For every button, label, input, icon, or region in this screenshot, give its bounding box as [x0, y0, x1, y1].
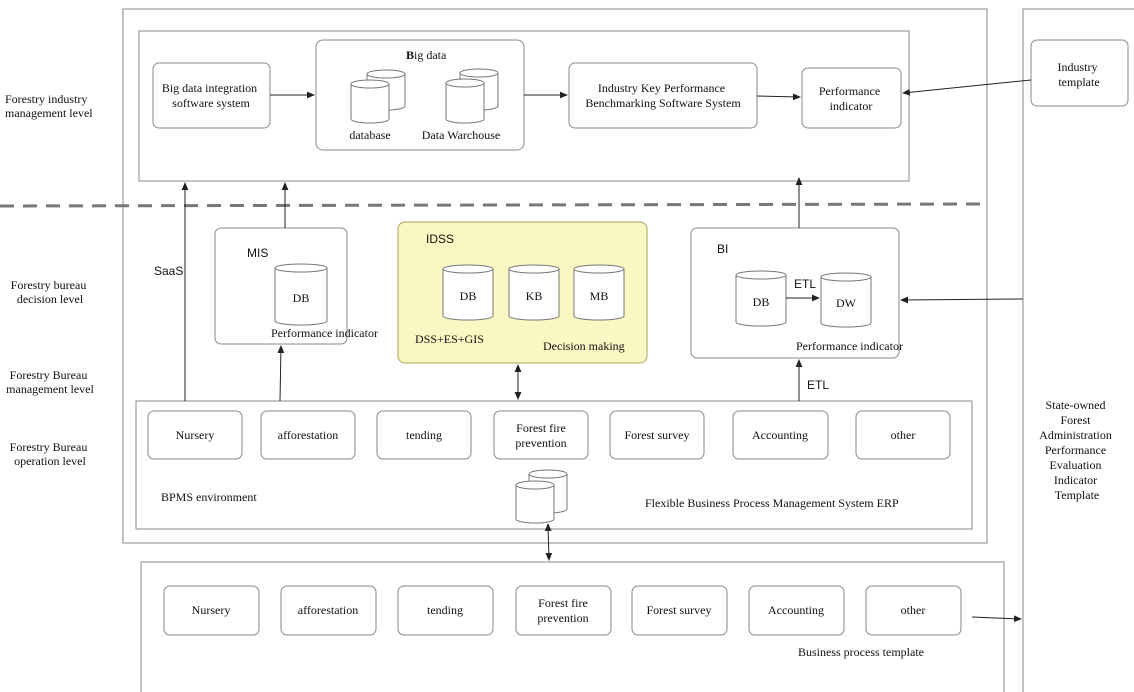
- idss-decision-making-label: Decision making: [543, 339, 625, 353]
- template-process-accounting-box: [748, 585, 845, 636]
- arrow-afforestation-to-mis: [277, 345, 285, 402]
- data-warehouse-icon: [445, 68, 499, 124]
- template-process-accounting: Accounting: [748, 585, 845, 636]
- idss-dss-es-gis-label: DSS+ES+GIS: [415, 332, 484, 346]
- template-process-afforestation-label: afforestation: [298, 603, 358, 617]
- template-process-forest-survey: Forest survey: [631, 585, 728, 636]
- bi-etl-label: ETL: [794, 277, 816, 291]
- etl-label: ETL: [807, 378, 829, 392]
- process-afforestation-label: afforestation: [278, 428, 338, 442]
- erp-database-icon: [515, 469, 568, 524]
- idss-db-icon: [442, 264, 494, 321]
- process-forest-survey-box: [609, 410, 705, 460]
- mis-performance-indicator-label: Performance indicator: [271, 326, 378, 340]
- industry-template-label: Industry template: [1058, 60, 1101, 89]
- kpi-benchmarking-label: Industry Key Performance Benchmarking So…: [585, 81, 741, 110]
- template-process-other-box: [865, 585, 962, 636]
- industry-template-box: [1030, 39, 1129, 107]
- idss-mb-icon: [573, 264, 625, 321]
- idss-title: IDSS: [426, 232, 454, 246]
- database-icon: [350, 69, 406, 124]
- template-process-afforestation-box: [280, 585, 377, 636]
- template-process-forest-survey-box: [631, 585, 728, 636]
- template-process-tending: tending: [397, 585, 494, 636]
- business-process-template-frame: [140, 561, 1005, 692]
- level-label-bureau-operation: Forestry Bureau operation level: [10, 440, 91, 468]
- process-nursery: Nursery: [147, 410, 243, 460]
- process-forest-survey-label: Forest survey: [625, 428, 690, 442]
- big-data-title: Big data: [406, 48, 447, 62]
- performance-indicator-box: [801, 67, 902, 129]
- idss-db-label: DB: [460, 289, 477, 303]
- process-accounting: Accounting: [732, 410, 829, 460]
- bi-performance-indicator-label: Performance indicator: [796, 339, 903, 353]
- template-process-nursery: Nursery: [163, 585, 260, 636]
- template-process-afforestation: afforestation: [280, 585, 377, 636]
- bpms-environment-frame: [135, 400, 973, 530]
- big-data-integration-label: Big data integration software system: [162, 81, 260, 110]
- process-afforestation-box: [260, 410, 356, 460]
- process-forest-survey: Forest survey: [609, 410, 705, 460]
- process-other: other: [855, 410, 951, 460]
- performance-indicator-label: Performance indicator: [819, 84, 883, 113]
- idss-mb-label: MB: [590, 289, 609, 303]
- process-nursery-label: Nursery: [176, 428, 215, 442]
- kpi-benchmarking-box: [568, 62, 758, 129]
- mis-title: MIS: [247, 246, 268, 260]
- template-process-forest-survey-label: Forest survey: [647, 603, 712, 617]
- level-label-bureau-management: Forestry Bureau management level: [6, 368, 94, 396]
- bi-dw-label: DW: [836, 296, 857, 310]
- template-process-accounting-label: Accounting: [768, 603, 824, 617]
- arrow-state-template-to-bi: [900, 296, 1024, 304]
- bi-db-label: DB: [753, 295, 770, 309]
- arrow-template-to-state: [971, 615, 1022, 623]
- template-process-tending-box: [397, 585, 494, 636]
- business-process-template-label: Business process template: [798, 645, 924, 659]
- process-nursery-box: [147, 410, 243, 460]
- template-process-other: other: [865, 585, 962, 636]
- arrow-kpi-to-performance: [756, 93, 801, 101]
- erp-label: Flexible Business Process Management Sys…: [645, 496, 899, 510]
- mis-db-icon: [274, 263, 328, 326]
- template-process-nursery-box: [163, 585, 260, 636]
- idss-kb-icon: [508, 264, 560, 321]
- process-other-box: [855, 410, 951, 460]
- idss-kb-label: KB: [526, 289, 543, 303]
- industry-management-frame: [138, 30, 910, 182]
- process-accounting-box: [732, 410, 829, 460]
- process-tending: tending: [376, 410, 472, 460]
- process-accounting-label: Accounting: [752, 428, 808, 442]
- template-process-forest-fire-prevention-box: [515, 585, 612, 636]
- state-template-label: State-owned Forest Administration Perfor…: [1039, 398, 1115, 502]
- process-afforestation: afforestation: [260, 410, 356, 460]
- bi-title: BI: [717, 242, 728, 256]
- template-process-other-label: other: [901, 603, 926, 617]
- level-divider: [0, 202, 986, 208]
- template-process-nursery-label: Nursery: [192, 603, 231, 617]
- main-frame: [122, 8, 988, 544]
- process-tending-label: tending: [406, 428, 442, 442]
- level-label-industry-management: Forestry industry management level: [5, 92, 93, 120]
- data-warehouse-label: Data Warchouse: [422, 128, 500, 142]
- database-label: database: [349, 128, 390, 142]
- template-process-tending-label: tending: [427, 603, 463, 617]
- level-label-bureau-decision: Forestry bureau decision level: [11, 278, 90, 306]
- process-other-label: other: [891, 428, 916, 442]
- bi-dw-icon: [820, 272, 872, 328]
- bi-db-icon: [735, 270, 787, 327]
- arrow-erp-template: [544, 523, 553, 561]
- process-tending-box: [376, 410, 472, 460]
- saas-label: SaaS: [154, 264, 183, 278]
- mis-db-label: DB: [293, 291, 310, 305]
- state-template-column: [1022, 8, 1134, 692]
- process-forest-fire-prevention-box: [493, 410, 589, 460]
- arrow-industry-template-to-performance: [902, 79, 1032, 96]
- bpms-environment-label: BPMS environment: [161, 490, 257, 504]
